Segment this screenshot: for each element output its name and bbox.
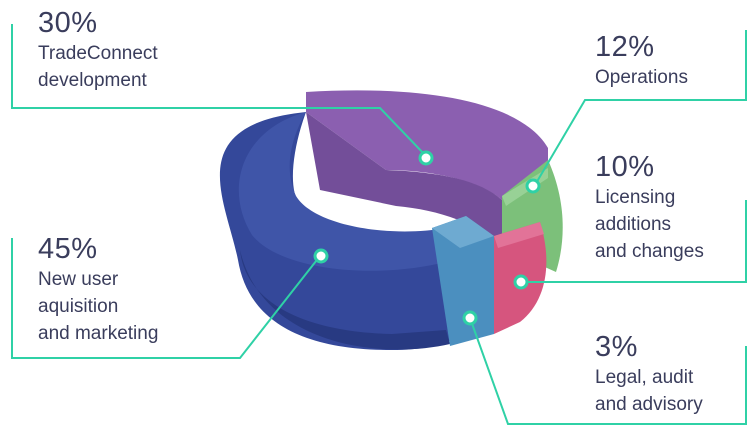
callout-dot-licensing <box>513 274 529 290</box>
label-legal: 3% Legal, audit and advisory <box>595 330 703 418</box>
callout-line-legal <box>469 317 747 425</box>
callout-line-licensing <box>522 200 747 283</box>
label-marketing-percent: 45% <box>38 233 98 265</box>
slice-marketing <box>219 112 452 350</box>
callout-lines <box>11 24 747 425</box>
label-ops-percent: 12% <box>595 31 655 63</box>
callout-line-ops <box>534 30 747 186</box>
label-licensing-description: Licensing additions and changes <box>595 187 704 262</box>
callout-dot-marketing <box>313 248 329 264</box>
callout-line-dev <box>11 24 427 157</box>
label-legal-percent: 3% <box>595 331 638 363</box>
label-licensing: 10% Licensing additions and changes <box>595 150 704 265</box>
label-ops: 12% Operations <box>595 30 688 91</box>
label-marketing: 45% New user aquisition and marketing <box>38 232 158 347</box>
slice-dev <box>306 90 548 248</box>
callout-dot-ops <box>525 178 541 194</box>
callout-dots <box>313 150 541 326</box>
label-dev-description: TradeConnect development <box>38 43 158 91</box>
label-legal-description: Legal, audit and advisory <box>595 367 703 415</box>
callout-dot-dev <box>418 150 434 166</box>
label-dev: 30% TradeConnect development <box>38 6 158 94</box>
label-marketing-description: New user aquisition and marketing <box>38 269 159 344</box>
slice-legal <box>432 216 494 346</box>
label-ops-description: Operations <box>595 67 688 88</box>
label-licensing-percent: 10% <box>595 151 655 183</box>
label-dev-percent: 30% <box>38 7 98 39</box>
callout-dot-legal <box>462 310 478 326</box>
callout-line-marketing <box>11 238 321 359</box>
